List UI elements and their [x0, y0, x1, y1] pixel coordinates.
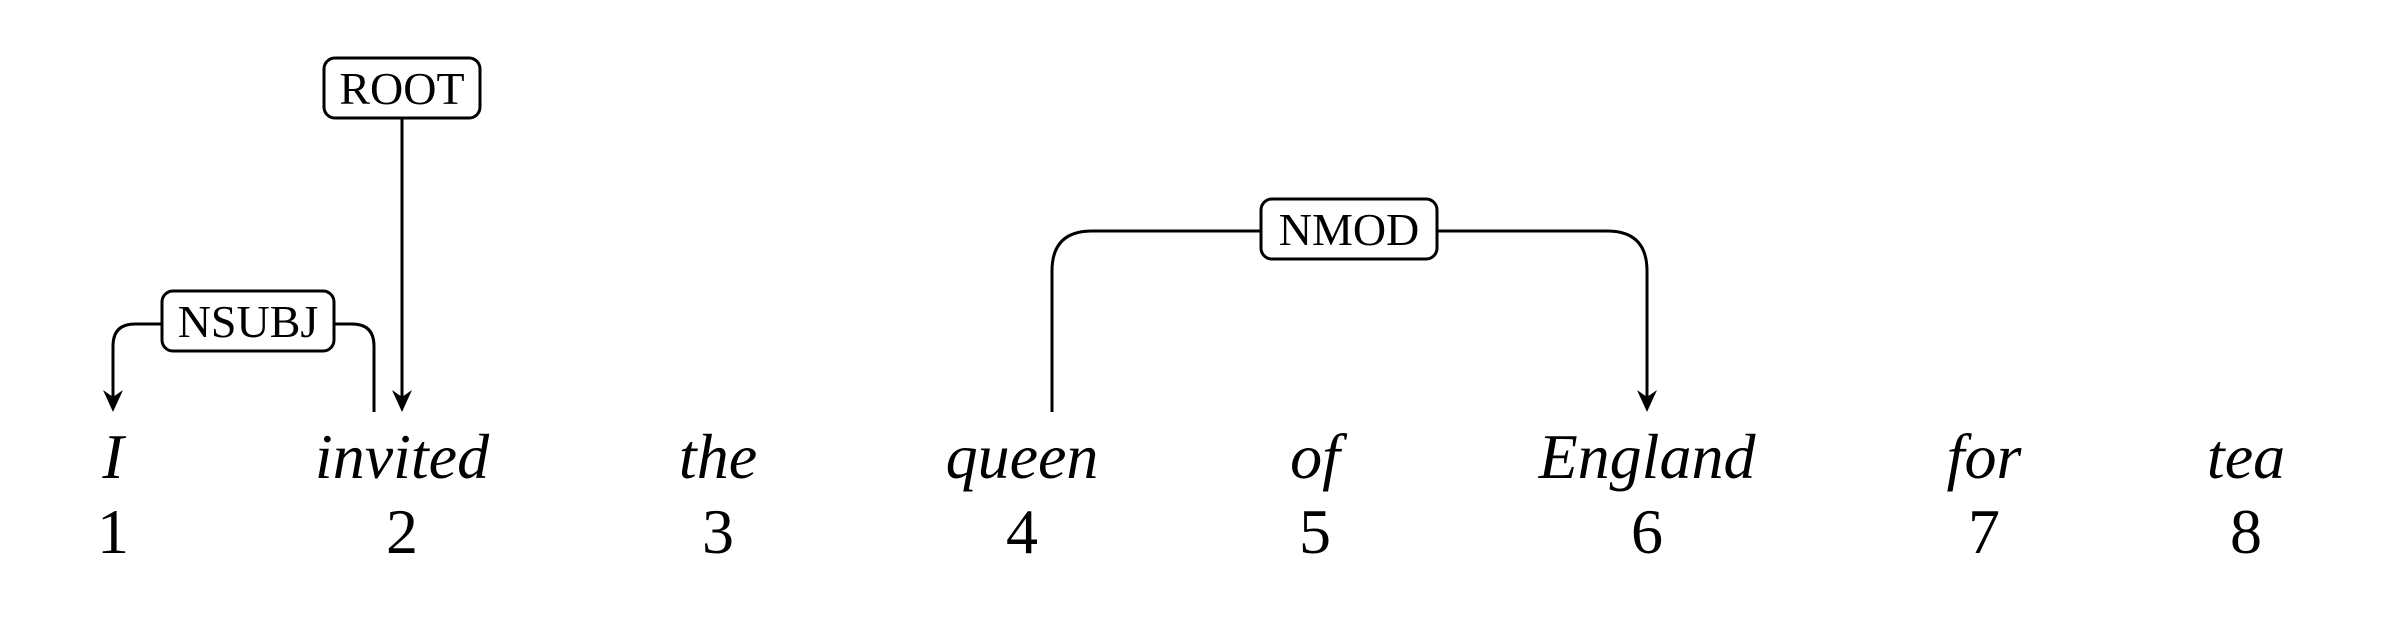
arc-nmod: NMOD: [1050, 197, 1657, 412]
token-index: 3: [702, 496, 734, 567]
arc-label-box: [160, 289, 336, 353]
token-word: tea: [2207, 421, 2285, 492]
arc-root: ROOT: [322, 56, 482, 412]
token-word: for: [1947, 421, 2023, 492]
token-word: queen: [946, 421, 1099, 492]
arrowhead: [1637, 390, 1657, 412]
token-word: England: [1538, 421, 1757, 492]
token-word: invited: [315, 421, 490, 492]
token-index: 1: [97, 496, 129, 567]
token-word: the: [679, 421, 757, 492]
arc-label: NMOD: [1279, 204, 1420, 255]
arrowhead: [392, 390, 412, 412]
arcs-layer: ROOT NSUBJ NMOD: [103, 56, 1657, 412]
token-word: I: [101, 421, 126, 492]
arc-label-box: [322, 56, 482, 120]
arc-label-box: [1259, 197, 1439, 261]
token-index: 5: [1299, 496, 1331, 567]
token-index: 7: [1968, 496, 2000, 567]
token-word: of: [1290, 421, 1348, 492]
arc-nsubj: NSUBJ: [103, 289, 376, 412]
token-index: 6: [1631, 496, 1663, 567]
arc-label: ROOT: [339, 63, 464, 114]
token-index: 2: [386, 496, 418, 567]
token-index: 4: [1006, 496, 1038, 567]
arrowhead: [103, 390, 123, 412]
arc-label: NSUBJ: [178, 296, 319, 347]
token-index: 8: [2230, 496, 2262, 567]
